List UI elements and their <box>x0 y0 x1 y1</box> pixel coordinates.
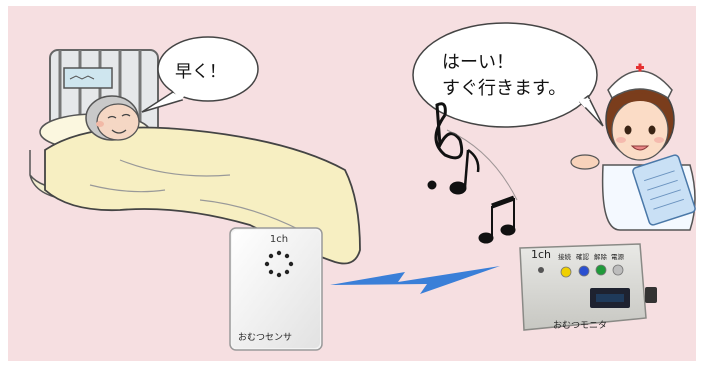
monitor-button-label-power: 電源 <box>611 253 624 261</box>
diaper-sensor-device <box>229 227 323 351</box>
release-button <box>595 264 607 276</box>
nurse-speech-bubble <box>412 22 604 128</box>
diaper-monitor-device <box>519 243 657 331</box>
nurse-speech-line2: すぐ行きます。 <box>442 78 567 99</box>
monitor-button-label-connect: 接続 <box>558 253 571 261</box>
confirm-button <box>578 265 590 277</box>
connect-button <box>560 266 572 278</box>
sensor-channel-label: 1ch <box>269 234 289 245</box>
nurse-speech-line1: はーい！ <box>442 52 514 73</box>
monitor-led <box>538 267 544 273</box>
monitor-name-label: おむつモニタ <box>553 321 608 331</box>
power-button <box>612 264 624 276</box>
monitor-channel-label: 1ch <box>531 248 552 261</box>
monitor-button-label-confirm: 確認 <box>576 253 589 261</box>
patient-speech-text: 早く！ <box>175 62 226 82</box>
monitor-button-label-release: 解除 <box>594 253 607 261</box>
wireless-signal-icon <box>330 266 500 294</box>
patient-speech-bubble <box>141 36 259 113</box>
nurse-figure <box>570 63 696 231</box>
sensor-name-label: おむつセンサ <box>238 333 293 343</box>
music-notes <box>427 102 518 244</box>
patient-face <box>85 95 140 141</box>
